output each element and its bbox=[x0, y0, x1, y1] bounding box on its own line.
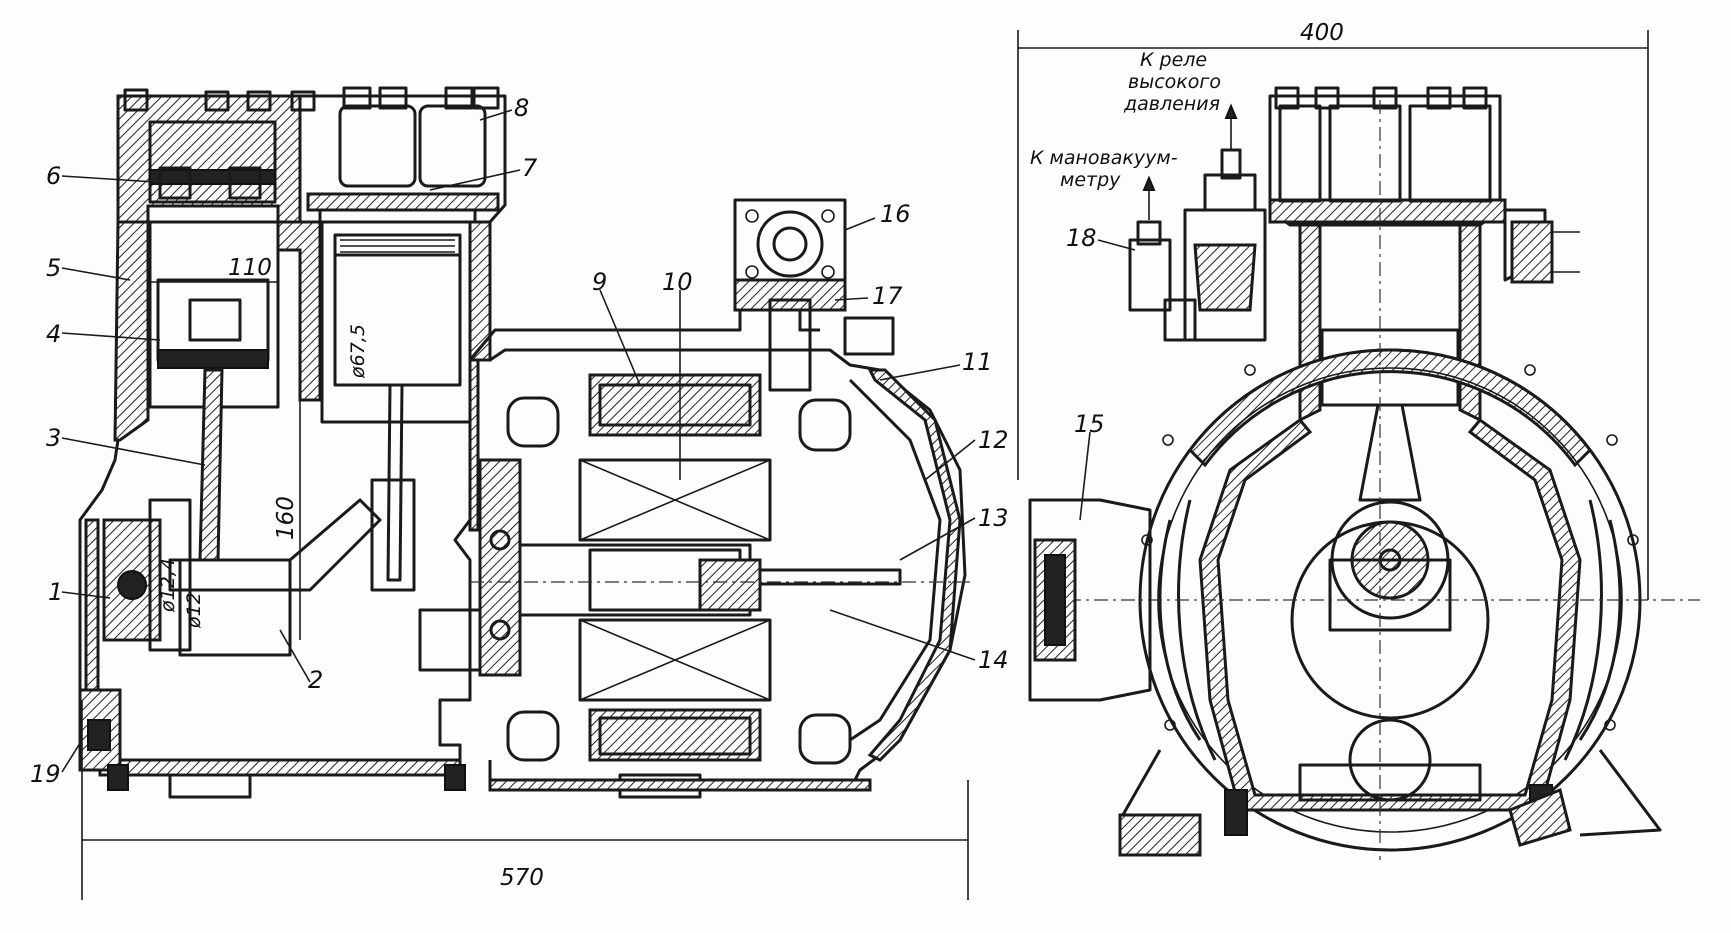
relay-note-line-2: высокого bbox=[1128, 71, 1221, 93]
crankshaft-counterweight bbox=[168, 498, 382, 592]
leader-lines bbox=[61, 109, 976, 773]
piston-left bbox=[156, 278, 270, 369]
dim-400 bbox=[1017, 30, 1649, 600]
bore-label: 110 bbox=[228, 255, 272, 281]
callout-13: 13 bbox=[978, 504, 1009, 532]
callout-14: 14 bbox=[978, 646, 1009, 674]
dim-400-label: 400 bbox=[1300, 20, 1344, 46]
callout-18: 18 bbox=[1066, 224, 1097, 252]
stroke-label: 160 bbox=[273, 496, 299, 540]
callout-12: 12 bbox=[978, 426, 1009, 454]
valve-plate-left bbox=[149, 169, 276, 185]
end-cover bbox=[867, 368, 962, 762]
gauge-fittings bbox=[1128, 148, 1267, 342]
callout-11: 11 bbox=[962, 348, 993, 376]
callout-9: 9 bbox=[592, 268, 607, 296]
callout-16: 16 bbox=[880, 200, 911, 228]
end-section-view bbox=[1017, 30, 1700, 860]
callout-19: 19 bbox=[30, 760, 61, 788]
callout-17: 17 bbox=[872, 282, 903, 310]
relay-note-line-3: давления bbox=[1123, 93, 1220, 115]
gauge-note-line-2: метру bbox=[1060, 169, 1121, 191]
cylinder-wall-left bbox=[113, 220, 150, 442]
housing-bolt-holes bbox=[1141, 364, 1639, 731]
callout-5: 5 bbox=[46, 254, 61, 282]
gauge-note-line-1: К мановакуум- bbox=[1030, 147, 1178, 169]
end-view-connecting-rod bbox=[1358, 403, 1422, 502]
stator bbox=[588, 373, 762, 762]
head-bolts bbox=[123, 86, 500, 112]
end-view-cylinder bbox=[1298, 223, 1322, 423]
callout-7: 7 bbox=[522, 154, 538, 182]
end-view-crankcase bbox=[1198, 417, 1582, 812]
pin-dim-a-label: ø12 bbox=[183, 592, 205, 629]
callout-3: 3 bbox=[46, 424, 61, 452]
connection-notes: К реле высокого давления К мановакуум- м… bbox=[1030, 49, 1221, 191]
dim-570-label: 570 bbox=[500, 865, 544, 891]
callout-10: 10 bbox=[662, 268, 693, 296]
rotor bbox=[578, 458, 772, 702]
callout-15: 15 bbox=[1074, 410, 1105, 438]
end-view-bolts bbox=[1274, 86, 1488, 110]
connecting-rod-right bbox=[386, 383, 404, 582]
dim-570 bbox=[81, 700, 969, 900]
callout-8: 8 bbox=[514, 94, 529, 122]
side-section-view bbox=[61, 86, 976, 900]
piston-dim-label: ø67,5 bbox=[347, 324, 369, 379]
discharge-port bbox=[1028, 498, 1152, 702]
suction-fitting bbox=[733, 198, 895, 392]
callout-labels: 1 2 3 4 5 6 7 8 9 10 11 12 13 14 15 16 1… bbox=[30, 94, 1105, 788]
main-bearing-left bbox=[102, 498, 192, 652]
callout-1: 1 bbox=[48, 578, 63, 606]
pin-dim-b-label: ø12,4 bbox=[157, 558, 179, 613]
stator-windings bbox=[506, 396, 852, 765]
front-bearing bbox=[418, 458, 522, 677]
callout-2: 2 bbox=[308, 666, 323, 694]
callout-6: 6 bbox=[46, 162, 61, 190]
cylinder-wall-mid bbox=[276, 220, 322, 402]
callout-4: 4 bbox=[46, 320, 61, 348]
dimension-labels: 570 400 110 160 ø67,5 ø12 ø12,4 bbox=[157, 20, 1344, 891]
relay-note-line-1: К реле bbox=[1140, 49, 1207, 71]
